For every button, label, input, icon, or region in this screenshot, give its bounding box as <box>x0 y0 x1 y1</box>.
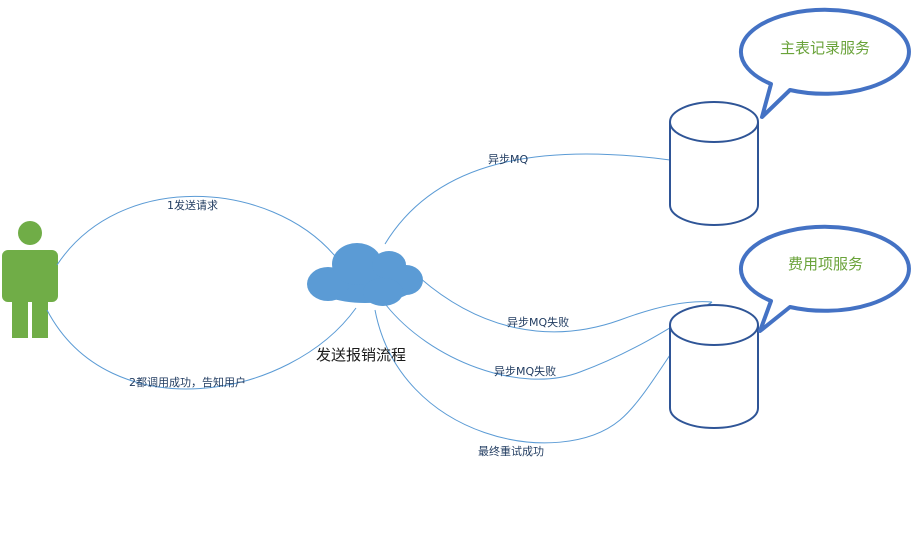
cloud-label: 发送报销流程 <box>316 346 406 364</box>
edge-label-async-mq-fail-2: 异步MQ失败 <box>494 364 556 378</box>
expense-item-service-label: 费用项服务 <box>788 255 863 273</box>
process-cloud-icon <box>307 243 423 306</box>
edge-label-async-mq: 异步MQ <box>488 153 528 166</box>
edge-send-request <box>56 195 336 266</box>
edge-label-notify-user: 2都调用成功，告知用户 <box>129 375 246 389</box>
main-record-service-bubble: 主表记录服务 <box>738 7 911 119</box>
expense-item-service-bubble: 费用项服务 <box>738 224 911 333</box>
expense-item-database-icon <box>669 304 759 429</box>
edge-async-mq-fail-1 <box>419 277 713 333</box>
edge-label-send-request: 1发送请求 <box>167 198 218 212</box>
main-record-service-label: 主表记录服务 <box>780 39 870 57</box>
user-icon <box>2 221 58 338</box>
edge-async-mq <box>384 153 671 245</box>
edge-notify-user <box>46 307 357 390</box>
edge-label-final-retry-success: 最终重试成功 <box>478 444 544 458</box>
main-record-database-icon <box>669 101 759 226</box>
edge-label-async-mq-fail-1: 异步MQ失败 <box>507 315 569 329</box>
